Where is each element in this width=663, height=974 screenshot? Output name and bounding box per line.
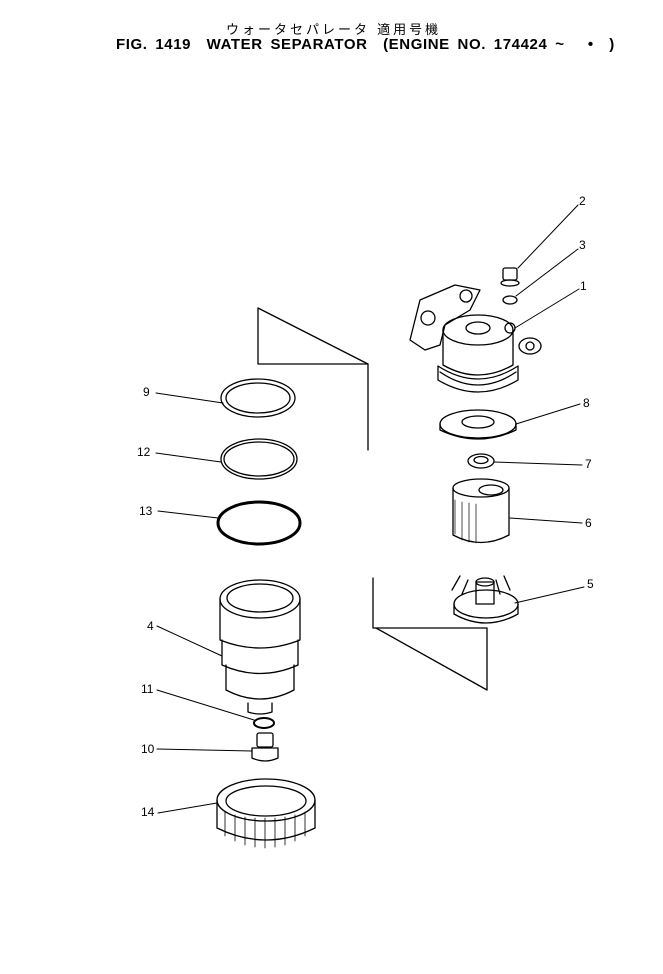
callout-7: 7 [585, 457, 592, 471]
title-japanese: ウォータセパレータ 適用号機 [226, 23, 442, 38]
o-ring-12 [220, 438, 298, 480]
figure-title: FIG. 1419 WATER SEPARATOR (ENGINE NO. 17… [116, 36, 615, 53]
callout-3: 3 [579, 238, 586, 252]
bottom-cap [451, 575, 519, 624]
gasket-plate [439, 409, 517, 440]
callout-8: 8 [583, 396, 590, 410]
small-ring [467, 453, 495, 469]
filter-head [409, 284, 542, 393]
small-o-ring [253, 717, 275, 729]
callout-14: 14 [141, 805, 155, 819]
callout-labels: 2 3 1 8 7 6 5 9 12 13 4 11 10 14 [137, 194, 594, 819]
assembly-bracket-lines [257, 307, 488, 691]
filter-element [452, 478, 510, 544]
callout-2: 2 [579, 194, 586, 208]
callout-9: 9 [143, 385, 150, 399]
callout-5: 5 [587, 577, 594, 591]
callout-12: 12 [137, 445, 151, 459]
callout-4: 4 [147, 619, 154, 633]
washer [502, 295, 518, 305]
callout-10: 10 [141, 742, 155, 756]
o-ring-13 [216, 500, 302, 546]
plug [500, 267, 520, 287]
callout-13: 13 [139, 504, 153, 518]
callout-6: 6 [585, 516, 592, 530]
ring-nut [216, 778, 316, 849]
water-bowl [219, 579, 301, 715]
callout-1: 1 [580, 279, 587, 293]
seal-ring-9 [220, 378, 296, 418]
callout-11: 11 [141, 682, 154, 696]
drain-plug [251, 732, 279, 762]
leader-lines [155, 204, 585, 814]
